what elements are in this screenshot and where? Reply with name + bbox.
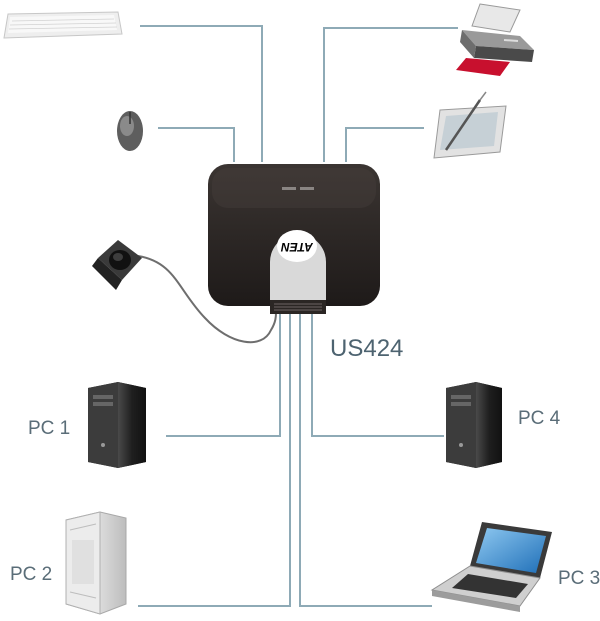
keyboard-icon xyxy=(3,11,123,39)
pc1-label: PC 1 xyxy=(28,418,70,439)
aten-logo: ATEN xyxy=(281,240,314,254)
mouse-icon xyxy=(117,111,143,151)
remote-port-switch-icon xyxy=(92,240,142,290)
pc3-laptop-icon xyxy=(430,522,552,612)
cable-pc2 xyxy=(138,312,291,607)
cable-pc1 xyxy=(166,312,281,437)
pc4-tower-icon xyxy=(446,382,502,468)
pc4-label: PC 4 xyxy=(518,408,561,429)
device-model-label: US424 xyxy=(330,335,403,362)
cable-lines xyxy=(138,25,458,607)
pc1-tower-icon xyxy=(88,382,146,468)
cable-tablet xyxy=(345,127,424,162)
remote-cable xyxy=(137,255,277,344)
pc3-label: PC 3 xyxy=(558,568,600,589)
cable-pc3 xyxy=(299,312,432,607)
printer-icon xyxy=(456,3,534,76)
usb-sharing-switch: ATEN xyxy=(208,164,380,314)
cable-mouse xyxy=(158,127,235,162)
pc2-workstation-icon xyxy=(65,511,127,615)
drawing-tablet-icon xyxy=(433,91,507,159)
cable-keyboard xyxy=(140,25,263,162)
pc2-label: PC 2 xyxy=(10,564,52,585)
cable-printer xyxy=(323,27,458,162)
cable-pc4 xyxy=(311,312,444,437)
